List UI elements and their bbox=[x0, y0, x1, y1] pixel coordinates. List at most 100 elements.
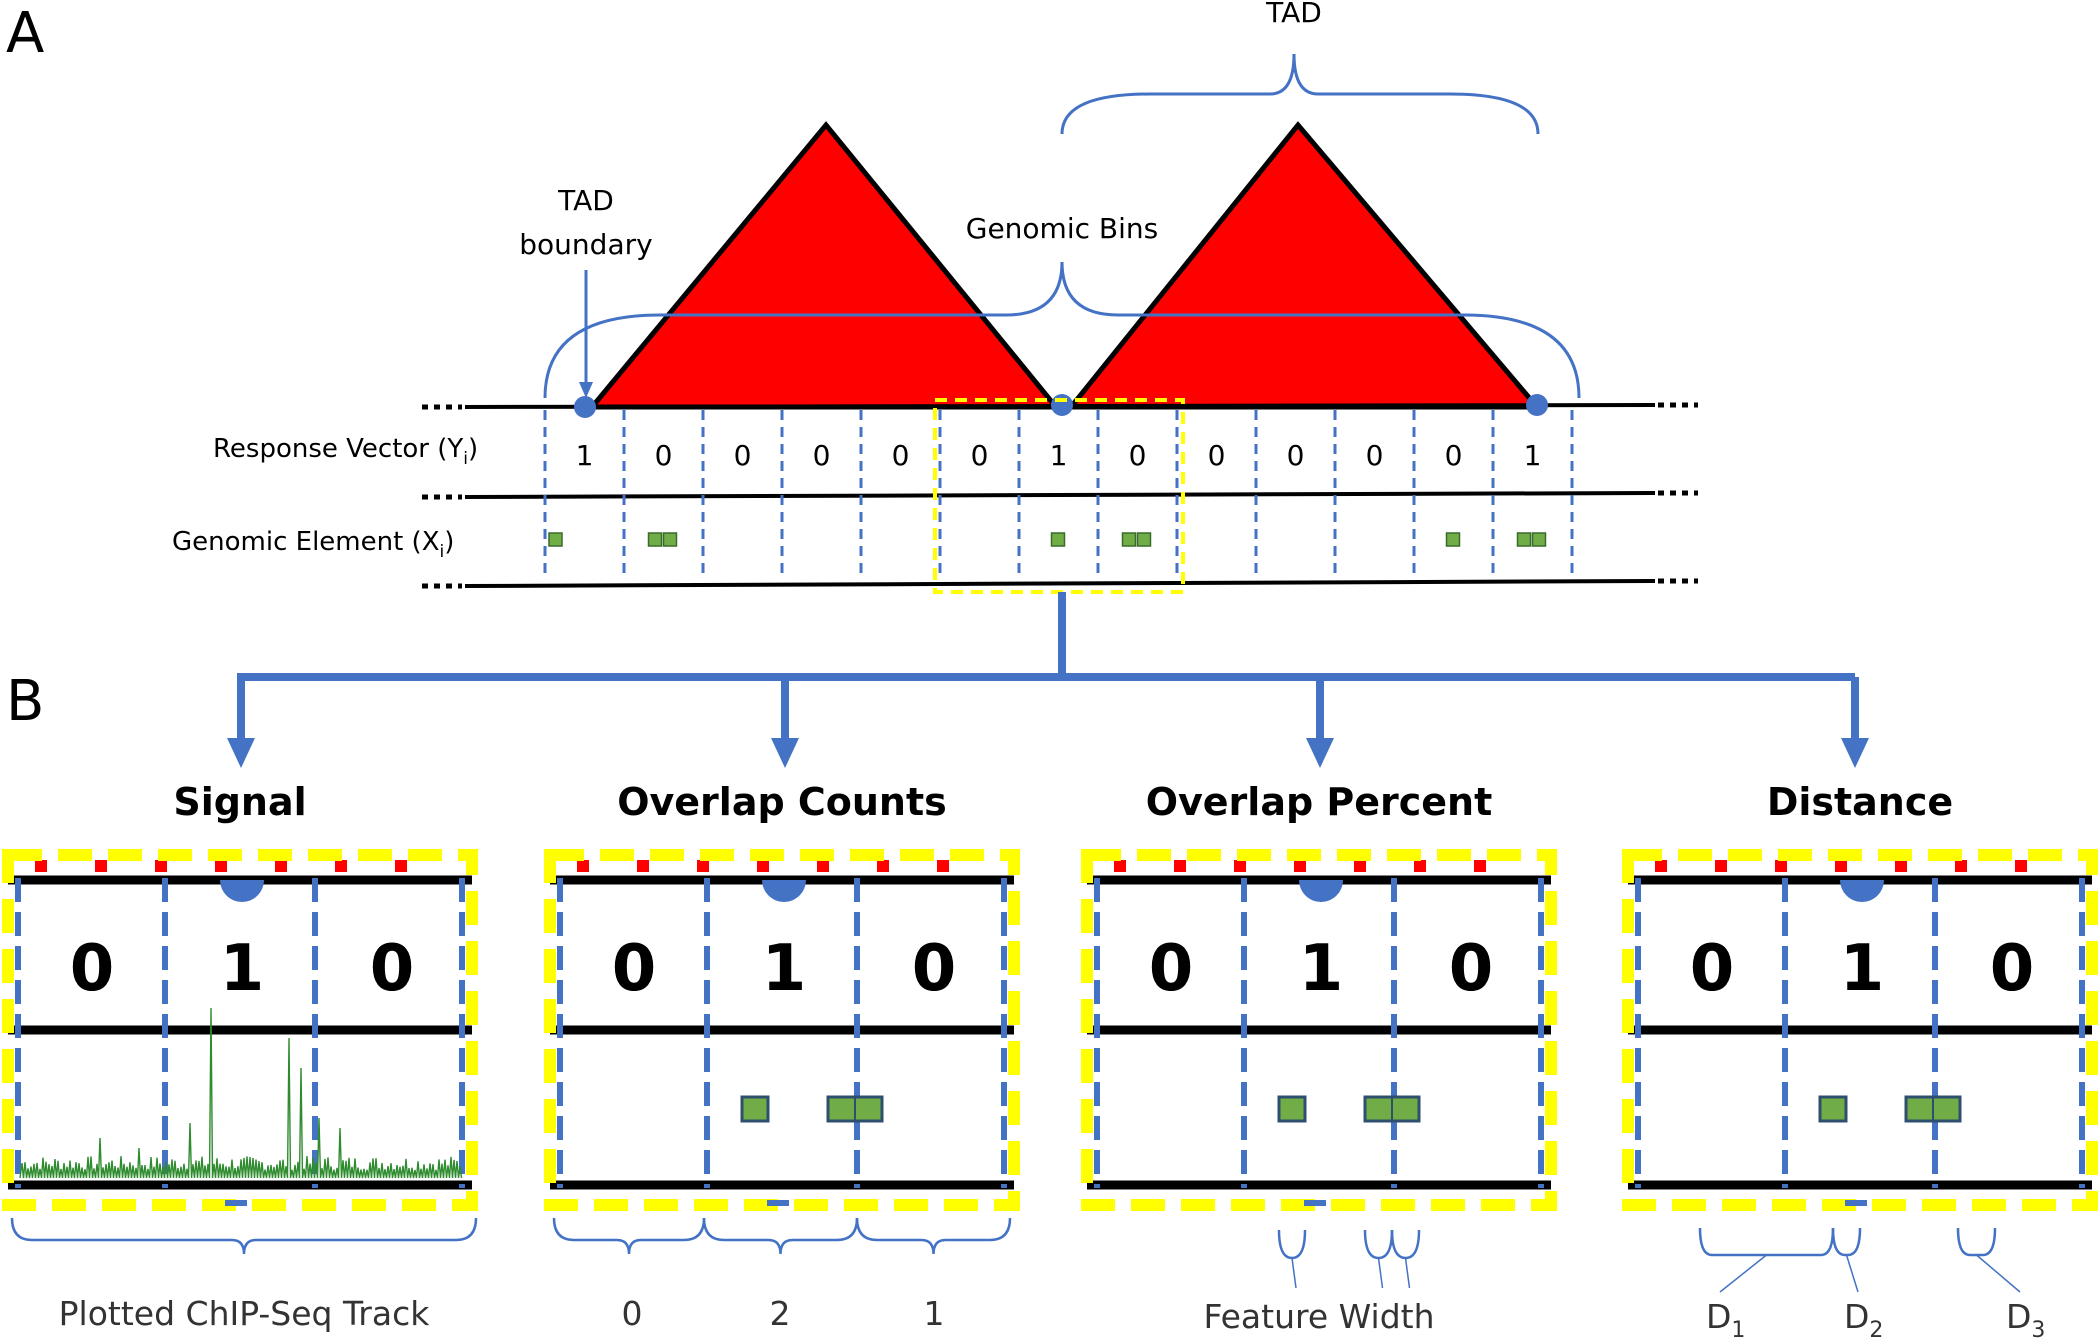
distance-arrow bbox=[1719, 1254, 1767, 1293]
boundary-dot bbox=[762, 880, 806, 902]
chip-seq-signal bbox=[19, 1007, 463, 1179]
highlight-border bbox=[544, 849, 1020, 1211]
tad-edge-fragment bbox=[155, 860, 167, 872]
tad-edge-fragment bbox=[1414, 860, 1426, 872]
tad-edge-fragment bbox=[1354, 860, 1366, 872]
response-value: 0 bbox=[1129, 439, 1147, 472]
response-value: 0 bbox=[370, 932, 415, 1006]
method-title: Overlap Percent bbox=[1146, 780, 1493, 824]
signal-caption: Plotted ChIP-Seq Track bbox=[59, 1294, 431, 1333]
feature-width-caption: Feature Width bbox=[1203, 1297, 1434, 1336]
response-value: 0 bbox=[70, 932, 115, 1006]
response-value: 0 bbox=[1208, 439, 1226, 472]
response-value: 0 bbox=[734, 439, 752, 472]
boundary-dot bbox=[220, 880, 264, 902]
tad-edge-fragment bbox=[757, 860, 769, 872]
boundary-dot-2 bbox=[1051, 394, 1073, 416]
bottom-marker bbox=[1304, 1200, 1326, 1206]
distance-label: D3 bbox=[2006, 1297, 2045, 1341]
tad-brace bbox=[1060, 53, 1540, 135]
overlap-count: 2 bbox=[770, 1294, 791, 1333]
tad-edge-fragment bbox=[937, 860, 949, 872]
response-value: 1 bbox=[1299, 932, 1344, 1006]
response-value: 0 bbox=[655, 439, 673, 472]
response-value: 0 bbox=[1149, 932, 1194, 1006]
response-value: 0 bbox=[1690, 932, 1735, 1006]
genomic-element-square bbox=[1818, 1095, 1848, 1123]
response-value: 0 bbox=[1990, 932, 2035, 1006]
response-value: 0 bbox=[813, 439, 831, 472]
genomic-element-square bbox=[1050, 532, 1066, 547]
tad-boundary-arrowhead bbox=[579, 382, 593, 398]
bracket bbox=[855, 1217, 1012, 1255]
tad-edge-fragment bbox=[95, 860, 107, 872]
distance-arrow bbox=[1976, 1254, 2021, 1293]
boundary-dot bbox=[1299, 880, 1343, 902]
feature-width-bracket bbox=[1277, 1229, 1307, 1260]
highlight-border bbox=[1622, 849, 2098, 1211]
tad-edge-fragment bbox=[1895, 860, 1907, 872]
genomic-element-square bbox=[1445, 532, 1461, 547]
tad-edge-fragment bbox=[817, 860, 829, 872]
tad-triangle-2 bbox=[1065, 121, 1543, 410]
method-title: Distance bbox=[1767, 780, 1953, 824]
genome-lines bbox=[422, 402, 1698, 589]
feature-width-arrow bbox=[1404, 1257, 1411, 1289]
distance-bracket bbox=[1831, 1227, 1862, 1257]
tad-edge-fragment bbox=[275, 860, 287, 872]
tad-label: TAD bbox=[1265, 0, 1322, 29]
genomic-element-square bbox=[1136, 532, 1152, 547]
connector-tree bbox=[237, 592, 1859, 740]
response-value: 0 bbox=[1287, 439, 1305, 472]
bracket bbox=[10, 1217, 478, 1255]
genomic-element-label: Genomic Element (Xi) bbox=[172, 527, 454, 562]
tad-boundary-label-2: boundary bbox=[519, 228, 652, 261]
genomic-bins-label: Genomic Bins bbox=[966, 212, 1158, 245]
method-title: Overlap Counts bbox=[617, 780, 947, 824]
bracket bbox=[552, 1217, 706, 1255]
tad-boundary-label-1: TAD bbox=[557, 184, 614, 217]
feature-width-bracket bbox=[1363, 1229, 1394, 1260]
response-value: 0 bbox=[1366, 439, 1384, 472]
bracket bbox=[702, 1217, 859, 1255]
feature-width-bracket bbox=[1390, 1229, 1421, 1260]
response-value: 1 bbox=[762, 932, 807, 1006]
tad-edge-fragment bbox=[395, 860, 407, 872]
distance-arrow bbox=[1845, 1254, 1859, 1293]
tad-edge-fragment bbox=[1294, 860, 1306, 872]
tad-edge-fragment bbox=[877, 860, 889, 872]
response-value: 0 bbox=[1445, 439, 1463, 472]
genomic-bins-brace bbox=[543, 261, 1581, 399]
genomic-element-square bbox=[740, 1095, 770, 1123]
genomic-element-square bbox=[548, 532, 563, 547]
distance-label: D2 bbox=[1844, 1297, 1883, 1341]
response-value: 1 bbox=[220, 932, 265, 1006]
bottom-marker bbox=[767, 1200, 789, 1206]
tad-edge-fragment bbox=[697, 860, 709, 872]
response-value: 1 bbox=[1840, 932, 1885, 1006]
panel-label-a: A bbox=[6, 1, 44, 66]
highlight-border bbox=[1081, 849, 1557, 1211]
tad-edge-fragment bbox=[1655, 860, 1667, 872]
tad-edge-fragment bbox=[2015, 860, 2027, 872]
boundary-dot bbox=[1840, 880, 1884, 902]
tad-edge-fragment bbox=[335, 860, 347, 872]
tad-edge-fragment bbox=[1835, 860, 1847, 872]
response-value: 1 bbox=[576, 439, 594, 472]
response-vector-label: Response Vector (Yi) bbox=[213, 434, 478, 469]
overlap-count: 1 bbox=[924, 1294, 945, 1333]
tad-edge-fragment bbox=[1174, 860, 1186, 872]
tad-edge-fragment bbox=[1114, 860, 1126, 872]
genomic-element-square bbox=[647, 532, 663, 547]
genomic-element-square bbox=[1277, 1095, 1307, 1123]
genomic-elements bbox=[548, 532, 1547, 547]
tad-edge-fragment bbox=[637, 860, 649, 872]
feature-width-arrow bbox=[1377, 1257, 1384, 1289]
tad-edge-fragment bbox=[1474, 860, 1486, 872]
genomic-element-square bbox=[662, 532, 678, 547]
boundary-dot-3 bbox=[1526, 394, 1548, 416]
